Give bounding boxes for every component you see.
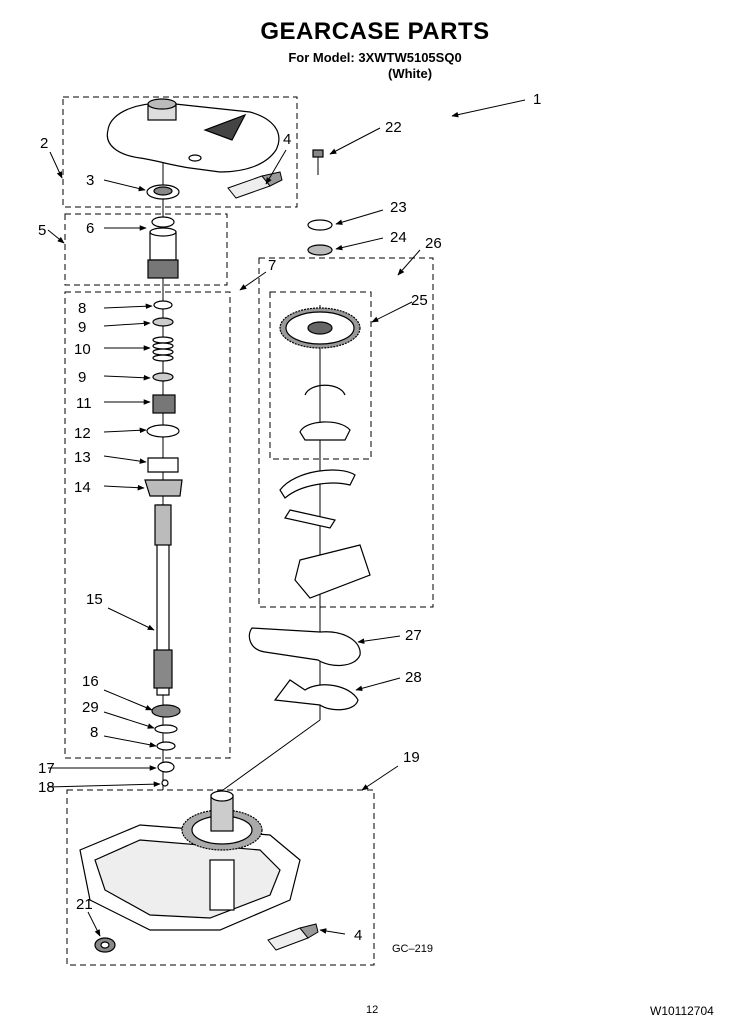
callout-24: 24 [390, 229, 407, 246]
group-box-26 [258, 257, 434, 608]
sealant-tube-part [227, 171, 283, 199]
group-box-7 [64, 291, 231, 759]
callout-28: 28 [405, 669, 422, 686]
pinion-part [147, 216, 179, 279]
clip-part [304, 384, 346, 396]
callout-14: 14 [74, 479, 91, 496]
callout-9a: 9 [78, 319, 86, 336]
callout-10: 10 [74, 341, 91, 358]
snap-ring-part [153, 300, 173, 310]
callout-11: 11 [76, 395, 92, 412]
color-line: (White) [388, 66, 433, 81]
callout-21: 21 [76, 896, 93, 913]
callout-16: 16 [82, 673, 99, 690]
callout-13: 13 [74, 449, 91, 466]
spring-clip-part-28 [273, 679, 359, 711]
gearcase-cover-part [106, 98, 280, 173]
ring-part [146, 424, 180, 438]
washer-part [152, 317, 174, 327]
washer-part-23 [307, 219, 333, 231]
gearcase-housing-part [79, 790, 301, 931]
clip-part-2 [299, 421, 351, 441]
clutch-part [144, 479, 183, 497]
callout-9b: 9 [78, 369, 86, 386]
drive-gear-part [279, 307, 361, 349]
document-number: W10112704 [650, 1004, 714, 1018]
lever-part [284, 509, 336, 529]
page-title: GEARCASE PARTS [260, 18, 490, 45]
snap-ring-part-2 [156, 741, 176, 751]
callout-25: 25 [411, 292, 428, 309]
callout-17: 17 [38, 760, 55, 777]
shift-fork-part [279, 469, 356, 499]
cam-part [147, 457, 179, 473]
grommet-part [94, 937, 116, 953]
seal-part [151, 704, 181, 718]
page-number: 12 [366, 1004, 379, 1016]
callout-2: 2 [40, 135, 48, 152]
callout-3: 3 [86, 172, 94, 189]
callout-6: 6 [86, 220, 94, 237]
model-line: For Model: 3XWTW5105SQ0 [288, 50, 462, 65]
callout-15: 15 [86, 591, 103, 608]
small-ball-part [161, 779, 169, 787]
callout-7: 7 [268, 257, 276, 274]
shift-arm-part-27 [248, 627, 361, 666]
callout-27: 27 [405, 627, 422, 644]
callout-4: 4 [283, 131, 291, 148]
agitator-shaft-part [153, 504, 173, 696]
group-box-2 [62, 96, 298, 208]
sealant-tube-part-lower [267, 923, 319, 951]
callout-22: 22 [385, 119, 402, 136]
base-plate-part [294, 544, 371, 599]
callout-26: 26 [425, 235, 442, 252]
screw-part [312, 149, 324, 158]
ball-part [157, 761, 175, 773]
figure-code: GC–219 [392, 943, 433, 955]
callout-29: 29 [82, 699, 99, 716]
washer-part-3 [154, 724, 178, 734]
group-box-5 [64, 213, 228, 286]
group-box-19 [66, 789, 375, 966]
callout-23: 23 [390, 199, 407, 216]
group-box-25 [269, 291, 372, 460]
callout-8a: 8 [78, 300, 86, 317]
washer-part-24 [307, 244, 333, 256]
callout-12: 12 [74, 425, 91, 442]
callout-4b: 4 [354, 927, 362, 944]
spline-gear-part [152, 394, 176, 414]
callout-1: 1 [533, 91, 541, 108]
callout-19: 19 [403, 749, 420, 766]
callout-18: 18 [38, 779, 55, 796]
callout-8b: 8 [90, 724, 98, 741]
callout-5: 5 [38, 222, 46, 239]
spring-part [152, 336, 174, 362]
bearing-part [146, 184, 180, 200]
washer-part-2 [152, 372, 174, 382]
